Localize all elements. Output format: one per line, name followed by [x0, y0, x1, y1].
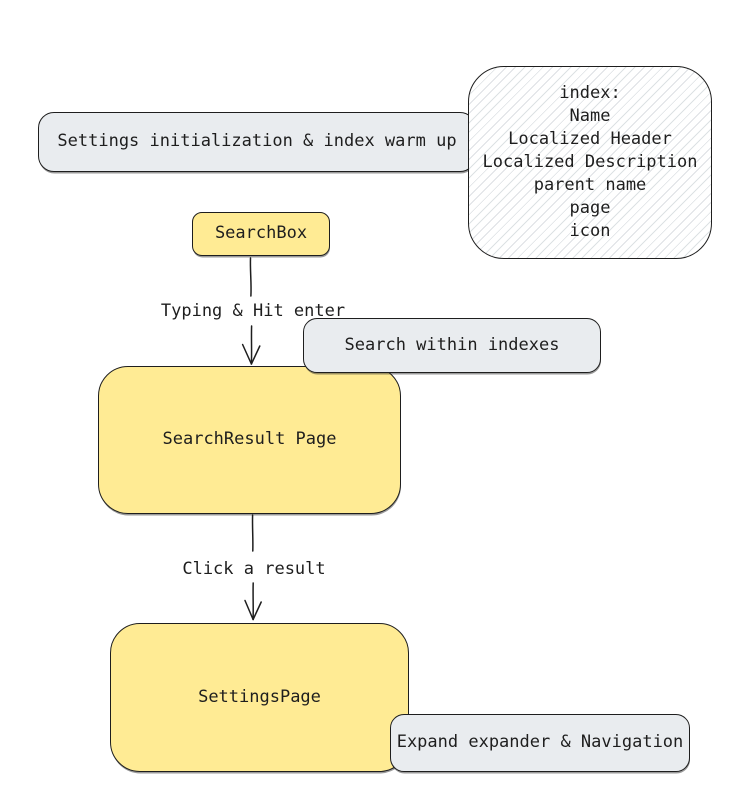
node-label: Search within indexes: [344, 334, 560, 355]
node-label: SearchResult Page: [162, 429, 337, 450]
note-line: index:: [559, 83, 621, 103]
node-label: SearchBox: [214, 223, 308, 244]
node-label: Settings initialization & index warm up: [57, 131, 457, 152]
note-line: Localized Header: [508, 129, 672, 149]
node-searchresult-page: SearchResult Page: [98, 366, 401, 514]
index-fields-list: index: Name Localized Header Localized D…: [483, 82, 698, 243]
arrow-searchresult-to-settingspage: [244, 514, 262, 621]
edge-label-typing-hit-enter: Typing & Hit enter: [160, 301, 346, 321]
node-settings-initialization: Settings initialization & index warm up: [38, 112, 476, 172]
note-line: page: [569, 198, 611, 218]
note-line: Name: [569, 106, 611, 126]
node-settingspage: SettingsPage: [110, 623, 409, 772]
note-line: parent name: [533, 175, 647, 195]
node-searchbox: SearchBox: [192, 212, 330, 256]
note-line: icon: [569, 221, 611, 241]
node-label: SettingsPage: [198, 686, 321, 707]
node-search-within-indexes: Search within indexes: [303, 318, 601, 373]
node-index-fields-note: index: Name Localized Header Localized D…: [468, 66, 712, 259]
note-line: Localized Description: [482, 152, 698, 172]
node-expand-expander-navigation: Expand expander & Navigation: [390, 714, 690, 772]
arrow-searchbox-to-searchresult: [241, 257, 261, 365]
edge-label-click-a-result: Click a result: [182, 559, 326, 579]
node-label: Expand expander & Navigation: [396, 732, 684, 753]
